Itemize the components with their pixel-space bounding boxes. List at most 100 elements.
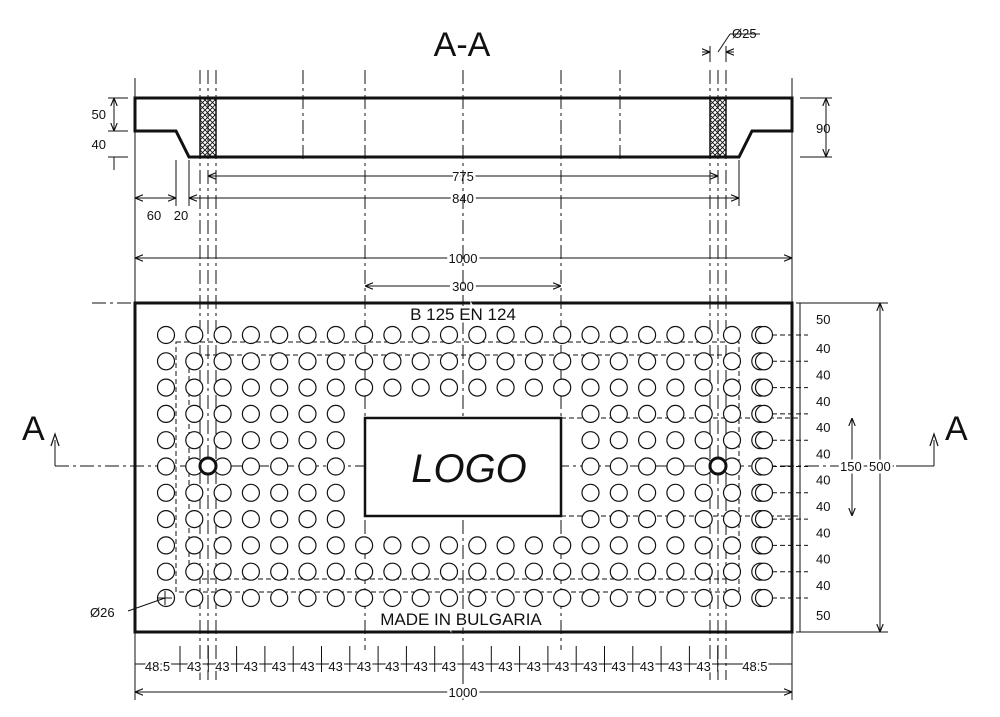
right-dim-label: 50	[816, 312, 830, 327]
drain-hole	[581, 431, 600, 450]
drain-hole	[496, 562, 515, 581]
drain-hole	[185, 483, 204, 502]
drain-hole	[439, 378, 459, 397]
drain-hole	[411, 536, 430, 555]
drain-hole	[185, 562, 204, 581]
drain-hole	[383, 352, 402, 371]
drain-hole	[694, 325, 713, 345]
dim-section-hole-dia: Ø25	[732, 26, 757, 41]
drain-hole	[213, 562, 232, 581]
drain-hole	[213, 352, 232, 371]
drain-hole	[496, 352, 515, 371]
drain-hole	[213, 483, 232, 502]
drain-hole	[298, 509, 317, 529]
drain-hole	[270, 588, 289, 608]
bottom-dim-label: 43	[696, 659, 710, 674]
drain-hole	[326, 509, 345, 529]
drain-hole	[213, 588, 232, 608]
bottom-dim-label: 43	[555, 659, 569, 674]
drain-hole	[754, 562, 774, 581]
drain-hole	[468, 588, 487, 608]
drain-hole	[439, 562, 459, 581]
right-dim-label: 40	[816, 499, 830, 514]
drain-hole	[609, 431, 628, 450]
drain-hole	[637, 457, 657, 476]
drain-hole	[326, 325, 345, 345]
drain-hole	[411, 378, 430, 397]
drain-hole	[156, 562, 176, 581]
drain-hole	[326, 562, 345, 581]
drain-hole	[581, 536, 600, 555]
drain-hole	[213, 536, 232, 555]
drain-hole	[298, 404, 317, 423]
drain-hole	[213, 509, 232, 529]
drain-hole	[524, 588, 544, 608]
drain-hole	[326, 457, 345, 476]
drain-hole	[468, 562, 487, 581]
logo-box	[363, 416, 563, 518]
drain-hole	[694, 483, 713, 502]
drain-hole	[581, 457, 600, 476]
drain-hole	[609, 378, 628, 397]
hole-grid	[156, 325, 774, 608]
drain-hole	[213, 404, 232, 423]
bottom-dim-label: 43	[385, 659, 399, 674]
drain-hole	[326, 536, 345, 555]
drain-hole	[754, 431, 774, 450]
drain-hole	[439, 325, 459, 345]
plate-outline	[133, 301, 794, 634]
drain-hole	[609, 588, 628, 608]
drain-hole	[666, 457, 685, 476]
right-dim-label: 40	[816, 368, 830, 383]
drain-hole	[439, 588, 459, 608]
logo-text: LOGO	[411, 447, 527, 491]
drain-hole	[496, 588, 515, 608]
bottom-dim-label: 43	[272, 659, 286, 674]
drain-hole	[411, 325, 430, 345]
drain-hole	[298, 352, 317, 371]
drain-hole	[185, 378, 204, 397]
drain-hole	[439, 352, 459, 371]
drain-hole	[609, 509, 628, 529]
right-dim-label: 40	[816, 446, 830, 461]
drain-hole	[270, 378, 289, 397]
dim-logo-height: 150	[840, 459, 862, 474]
bottom-dim-label: 43	[442, 659, 456, 674]
drain-hole	[185, 431, 204, 450]
bottom-dim-label: 43	[244, 659, 258, 674]
drain-hole	[694, 352, 713, 371]
drain-hole	[355, 536, 374, 555]
drain-hole	[241, 431, 260, 450]
drain-hole	[754, 457, 774, 476]
drain-hole	[185, 509, 204, 529]
section-mark-right: A	[945, 410, 968, 448]
drain-hole	[241, 562, 260, 581]
drain-hole	[326, 352, 345, 371]
drain-hole	[722, 483, 742, 502]
drain-hole	[468, 378, 487, 397]
drain-hole	[241, 536, 260, 555]
drain-hole	[524, 378, 544, 397]
drain-hole	[383, 588, 402, 608]
drain-hole	[637, 378, 657, 397]
drain-hole	[694, 509, 713, 529]
drain-hole	[581, 325, 600, 345]
drain-hole	[156, 325, 176, 345]
drain-hole	[694, 588, 713, 608]
drain-hole	[270, 536, 289, 555]
drain-hole	[694, 431, 713, 450]
drain-hole	[439, 536, 459, 555]
drain-hole	[213, 378, 232, 397]
locating-pin-right	[708, 456, 728, 476]
drain-hole	[553, 562, 572, 581]
bottom-dim-label: 43	[328, 659, 342, 674]
drain-hole	[722, 378, 742, 397]
drain-hole	[754, 378, 774, 397]
dim-edge-60: 60	[147, 208, 161, 223]
drain-hole	[270, 562, 289, 581]
drain-hole	[694, 562, 713, 581]
bottom-dim-label: 43	[527, 659, 541, 674]
right-dim-label: 40	[816, 341, 830, 356]
